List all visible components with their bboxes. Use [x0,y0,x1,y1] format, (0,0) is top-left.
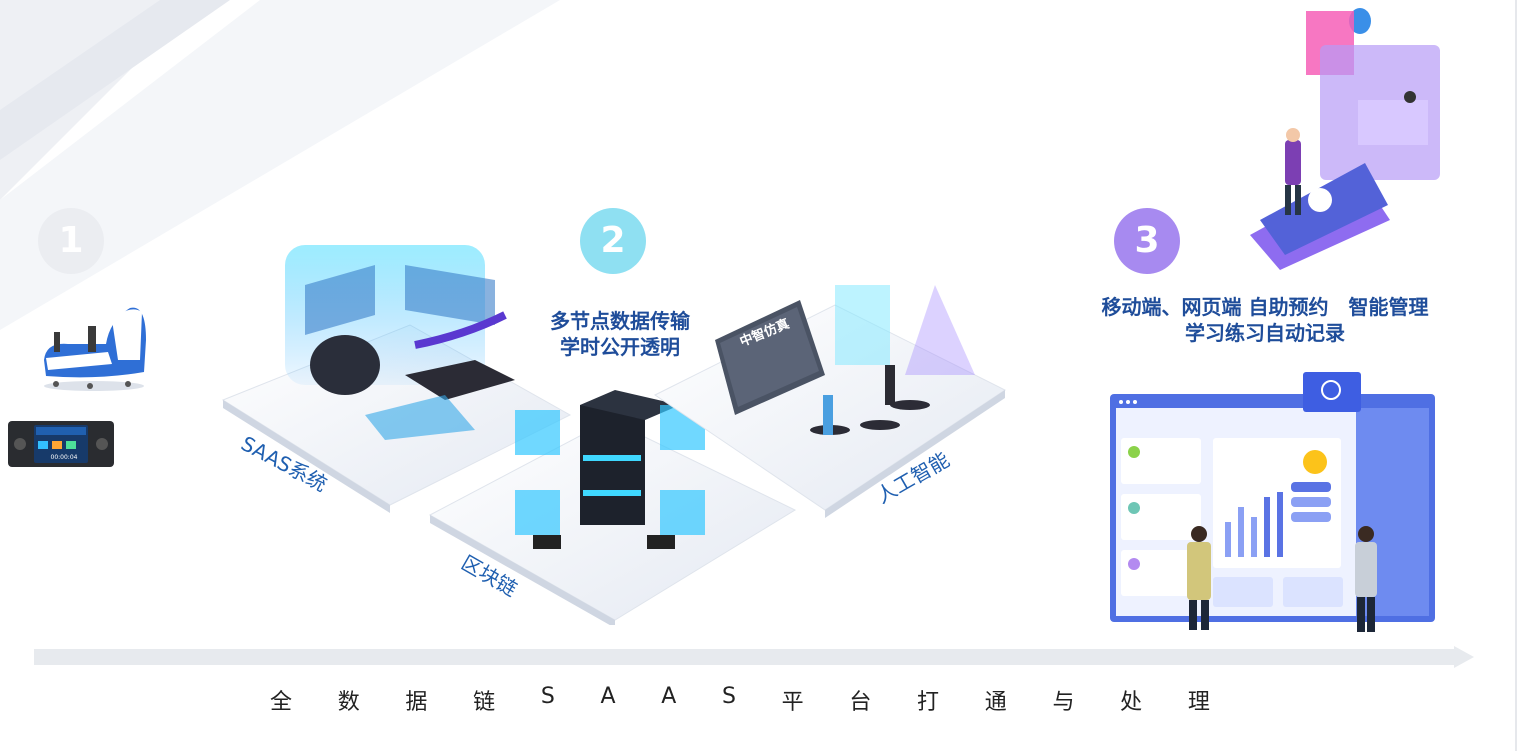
caption-char: 处 [1120,690,1143,715]
caption-char: S [721,684,736,709]
mobile-booking-illustration [1250,8,1440,270]
caption-char: 打 [917,690,940,715]
caption-char: 通 [984,690,1007,715]
caption-char: A [600,684,616,709]
caption-char: A [661,684,677,709]
caption-char: 数 [337,690,360,715]
step-3-number: 3 [1134,220,1160,261]
phone-call-icon [1321,380,1341,400]
iso-platforms [221,245,1006,625]
caption-char: 链 [473,690,496,715]
step-1-circle: 1 [38,208,104,274]
driving-simulator-icon [44,307,146,391]
step-2-circle: 2 [580,208,646,274]
dashboard-illustration [1110,372,1435,632]
caption-char: 理 [1187,690,1210,715]
step-3-title: 移动端、网页端 自助预约 智能管理 学习练习自动记录 [1070,294,1460,346]
step-2-line-1: 多节点数据传输 [550,309,690,333]
platform-caption: 全 数 据 链 S A A S 平 台 打 通 与 处 理 [270,684,1210,716]
step-2-number: 2 [600,220,626,261]
step-3-circle: 3 [1114,208,1180,274]
page-edge [1515,0,1517,751]
step-2-line-2: 学时公开透明 [560,335,680,359]
caption-char: 据 [405,690,428,715]
caption-char: 台 [849,690,872,715]
caption-char: 与 [1052,690,1075,715]
caption-char: 全 [270,690,293,715]
control-panel-device: 00:00:04 [8,421,114,467]
step-1-number: 1 [58,220,84,261]
step-3-line-1: 移动端、网页端 自助预约 智能管理 [1101,295,1429,319]
caption-char: 平 [781,690,804,715]
user-avatar-icon [1303,450,1327,474]
step-3-line-2: 学习练习自动记录 [1185,321,1345,345]
chat-bubble-icon [1349,8,1371,34]
caption-char: S [540,684,555,709]
step-2-title: 多节点数据传输 学时公开透明 [520,308,720,360]
device-screen-readout: 00:00:04 [51,454,78,461]
timeline-arrow [34,646,1474,668]
